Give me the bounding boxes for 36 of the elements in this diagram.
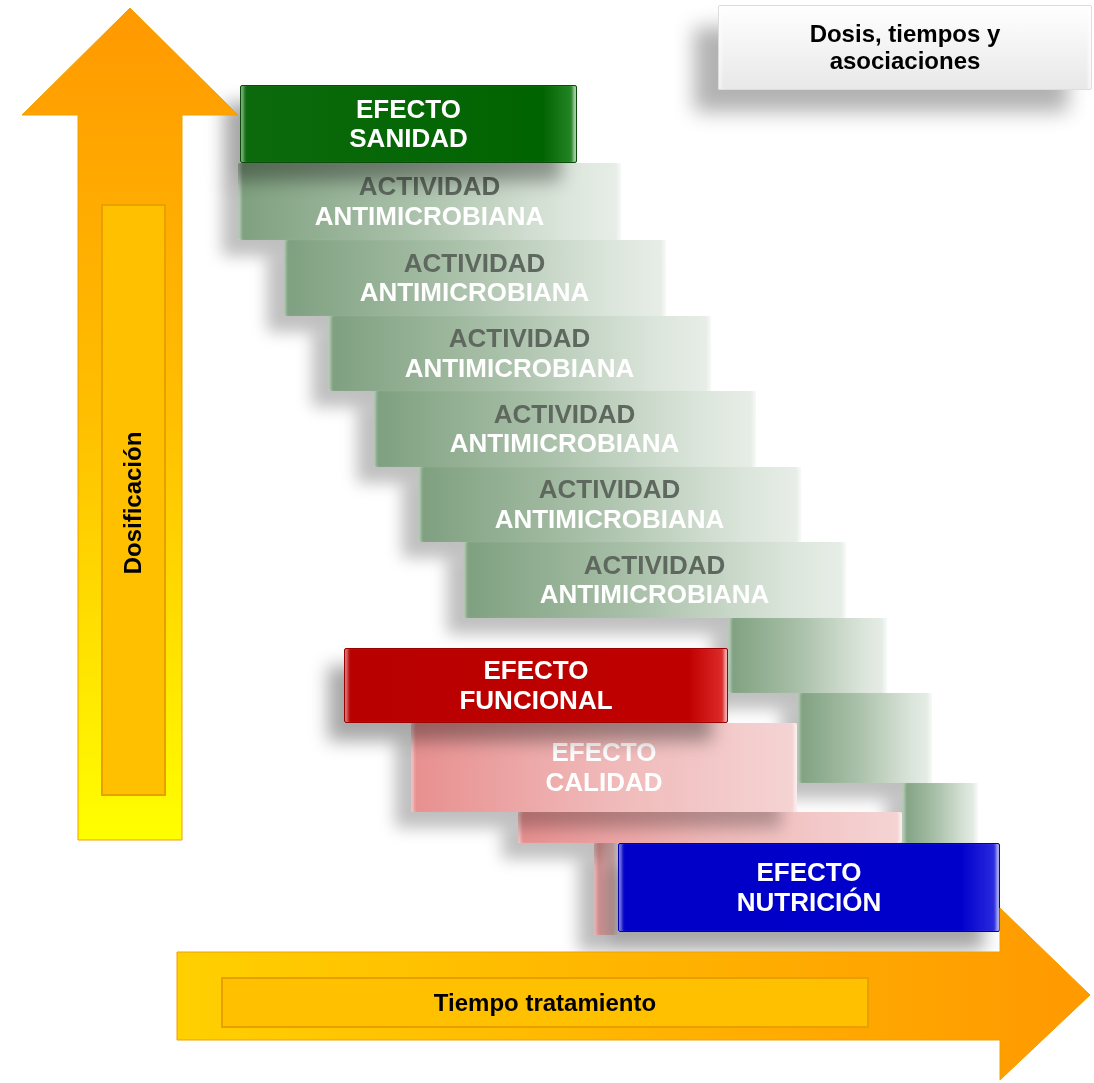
box-label: ACTIVIDAD <box>583 550 726 580</box>
box-label: ACTIVIDAD <box>358 172 501 202</box>
box-label: ACTIVIDAD <box>403 248 546 278</box>
process-box <box>618 843 1000 932</box>
title: Dosis, tiempos y asociaciones <box>808 20 1002 75</box>
box-label: EFECTO CALIDAD <box>544 738 664 797</box>
process-box <box>902 783 978 843</box>
box-label: ACTIVIDAD <box>448 324 591 354</box>
box-label: ANTIMICROBIANA <box>404 353 635 383</box>
box-label: EFECTO SANIDAD <box>348 94 469 154</box>
box-label: ANTIMICROBIANA <box>359 278 590 308</box>
title-box <box>718 5 1092 90</box>
arrow <box>22 8 238 840</box>
process-box <box>518 812 902 843</box>
process-box <box>797 693 932 783</box>
process-box <box>238 163 621 240</box>
box-label: ANTIMICROBIANA <box>539 580 770 610</box>
process-box <box>344 648 728 723</box>
box-label: ANTIMICROBIANA <box>314 201 545 231</box>
box-label: ACTIVIDAD <box>538 475 681 505</box>
box-label: EFECTO NUTRICIÓN <box>735 858 883 917</box>
process-box <box>328 316 711 391</box>
process-box <box>463 542 846 618</box>
process-box <box>594 843 618 935</box>
box-label: ANTIMICROBIANA <box>494 504 725 534</box>
box-label: EFECTO FUNCIONAL <box>458 656 614 715</box>
process-box <box>418 467 801 542</box>
process-box <box>411 723 797 812</box>
box-label: ANTIMICROBIANA <box>449 429 680 459</box>
axis-label: Tiempo tratamiento <box>433 989 657 1017</box>
axis-label: Dosificación <box>119 431 147 575</box>
box-label: ACTIVIDAD <box>493 399 636 429</box>
process-box <box>240 85 577 163</box>
process-box <box>283 240 666 316</box>
process-box <box>373 391 756 467</box>
process-box <box>728 618 887 693</box>
